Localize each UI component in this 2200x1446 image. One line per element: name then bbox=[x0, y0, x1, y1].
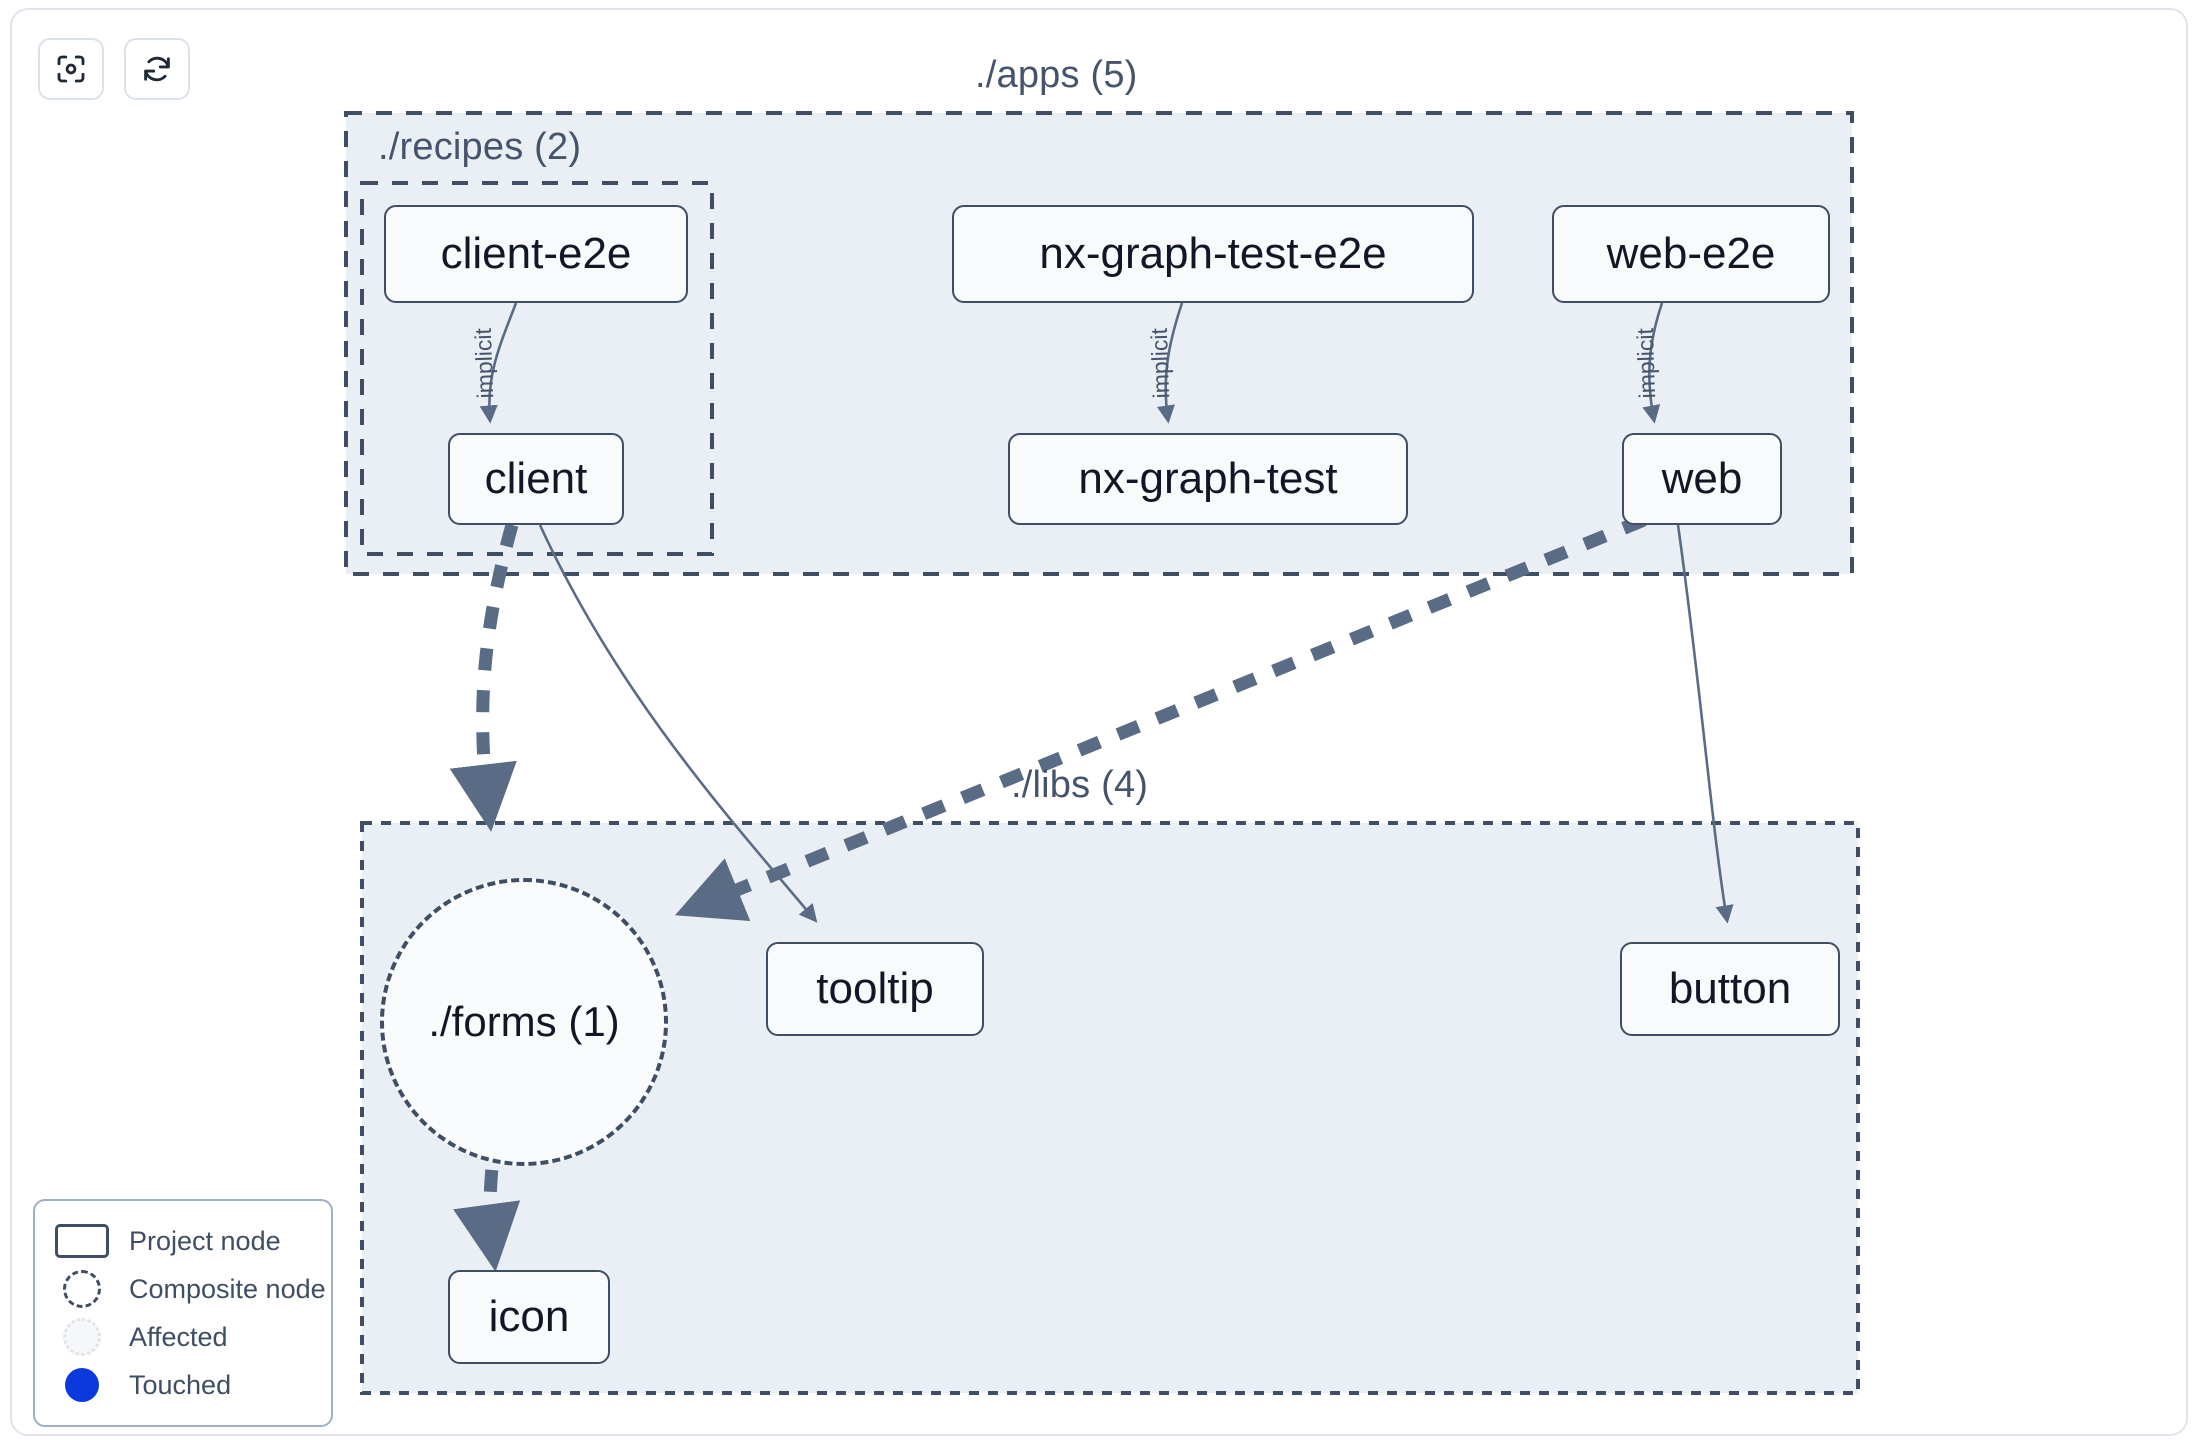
legend-label-touched: Touched bbox=[129, 1369, 232, 1400]
legend-item-project-node: Project node bbox=[53, 1217, 313, 1265]
legend-label-project-node: Project node bbox=[129, 1225, 281, 1256]
edge-web-e2e-to-web[interactable] bbox=[1642, 302, 1664, 424]
node-web-e2e[interactable]: web-e2e bbox=[1552, 205, 1830, 303]
affected-swatch-icon bbox=[53, 1318, 111, 1356]
project-node-swatch-icon bbox=[53, 1224, 111, 1258]
node-icon[interactable]: icon bbox=[448, 1270, 610, 1364]
edge-client-to-forms[interactable] bbox=[449, 523, 519, 832]
node-client-e2e[interactable]: client-e2e bbox=[384, 205, 688, 303]
legend-item-touched: Touched bbox=[53, 1361, 313, 1409]
node-forms-composite[interactable]: ./forms (1) bbox=[380, 878, 668, 1166]
graph-legend: Project node Composite node Affected Tou… bbox=[33, 1199, 333, 1427]
node-tooltip[interactable]: tooltip bbox=[766, 942, 984, 1036]
legend-item-affected: Affected bbox=[53, 1313, 313, 1361]
refresh-icon bbox=[139, 51, 175, 87]
edge-client-to-tooltip[interactable] bbox=[538, 524, 818, 923]
node-button[interactable]: button bbox=[1620, 942, 1840, 1036]
edge-web-to-forms[interactable] bbox=[674, 513, 1647, 921]
refresh-graph-button[interactable] bbox=[124, 38, 190, 100]
node-nx-graph-test-e2e[interactable]: nx-graph-test-e2e bbox=[952, 205, 1474, 303]
edge-label-implicit-2: implicit bbox=[1146, 327, 1174, 399]
graph-toolbar bbox=[38, 38, 190, 100]
edge-client-e2e-to-client[interactable] bbox=[479, 302, 518, 424]
edge-label-implicit-1: implicit bbox=[470, 327, 498, 399]
node-web[interactable]: web bbox=[1622, 433, 1782, 525]
focus-graph-button[interactable] bbox=[38, 38, 104, 100]
edge-web-to-button[interactable] bbox=[1676, 524, 1734, 924]
node-nx-graph-test[interactable]: nx-graph-test bbox=[1008, 433, 1408, 525]
composite-node-swatch-icon bbox=[53, 1270, 111, 1308]
legend-item-composite-node: Composite node bbox=[53, 1265, 326, 1313]
legend-label-affected: Affected bbox=[129, 1321, 228, 1352]
legend-label-composite-node: Composite node bbox=[129, 1273, 326, 1304]
node-client[interactable]: client bbox=[448, 433, 624, 525]
group-label-apps: ./apps (5) bbox=[975, 54, 1138, 96]
touched-swatch-icon bbox=[53, 1368, 111, 1402]
edge-label-implicit-3: implicit bbox=[1632, 327, 1660, 399]
edge-nx-graph-test-e2e-to-nx-graph-test[interactable] bbox=[1156, 302, 1184, 424]
focus-target-icon bbox=[53, 51, 89, 87]
group-label-libs: ./libs (4) bbox=[1011, 764, 1149, 806]
group-label-recipes: ./recipes (2) bbox=[378, 126, 582, 168]
